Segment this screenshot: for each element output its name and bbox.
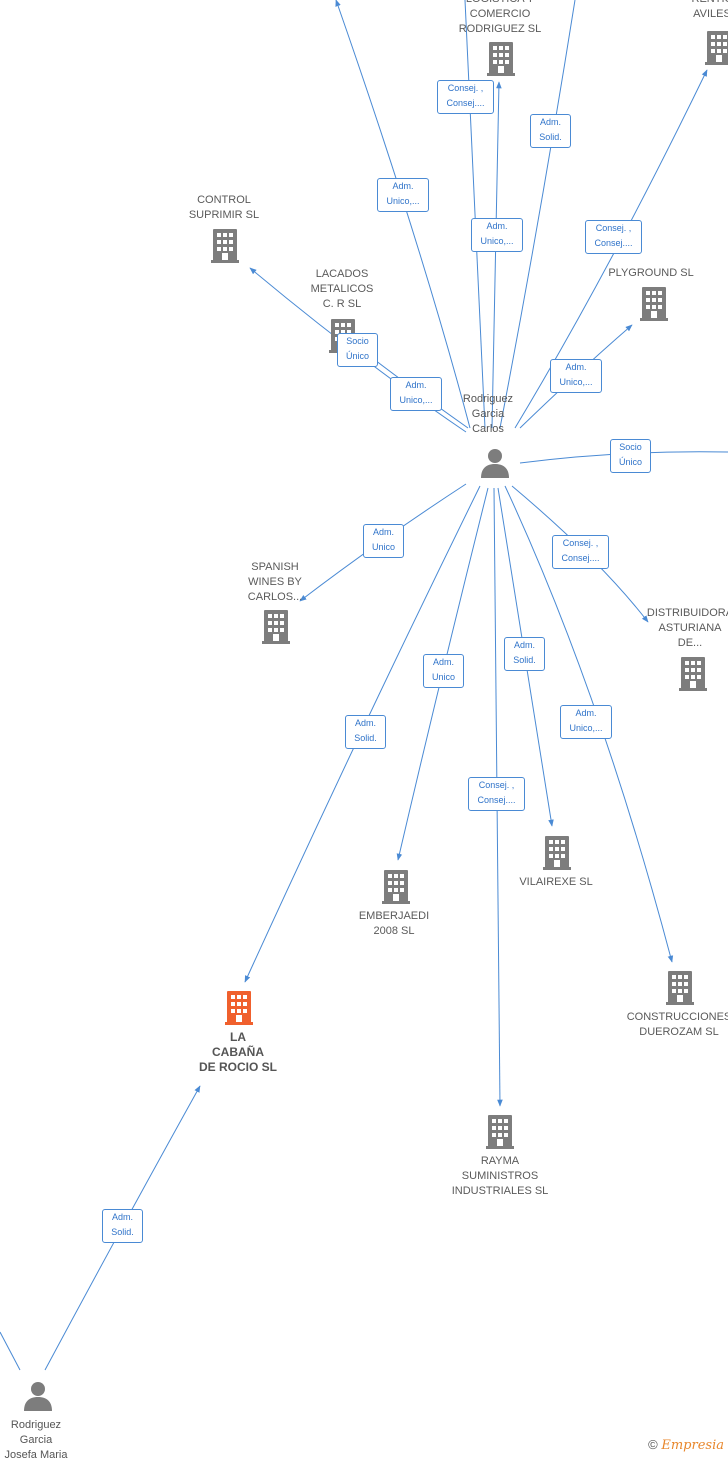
- node-lacados[interactable]: LACADOS METALICOS C. R SL: [310, 268, 374, 310]
- edge-label[interactable]: Adm. Unico,...: [390, 377, 442, 411]
- edge-line: [464, 0, 486, 429]
- node-rodriguez-garcia-josefa[interactable]: Rodriguez Garcia Josefa Maria: [4, 1419, 68, 1461]
- edge-line: [0, 1331, 21, 1371]
- node-logistica[interactable]: LOGISTICA Y COMERCIO RODRIGUEZ SL: [458, 0, 542, 35]
- building-icon: [679, 657, 707, 691]
- node-construcciones[interactable]: CONSTRUCCIONES DUEROZAM SL: [626, 1011, 728, 1038]
- edge-label[interactable]: Adm. Solid.: [102, 1209, 143, 1243]
- edge-label[interactable]: Consej. , Consej....: [552, 535, 609, 569]
- building-icon: [666, 971, 694, 1005]
- brand-logo[interactable]: Empresia: [661, 1438, 724, 1453]
- edge-label[interactable]: Adm. Solid.: [504, 637, 545, 671]
- edge-line: [514, 69, 708, 429]
- node-spanish-wines[interactable]: SPANISH WINES BY CARLOS...: [247, 561, 303, 603]
- node-rayma[interactable]: RAYMA SUMINISTROS INDUSTRIALES SL: [451, 1155, 549, 1197]
- edge-line: [499, 0, 576, 429]
- building-icon: [487, 42, 515, 76]
- building-icon: [382, 870, 410, 904]
- edge-label[interactable]: Socio Único: [337, 333, 378, 367]
- edge-label[interactable]: Adm. Unico: [363, 524, 404, 558]
- edge-line: [335, 0, 471, 429]
- building-icon: [262, 610, 290, 644]
- building-icon: [705, 31, 728, 65]
- building-icon: [486, 1115, 514, 1149]
- node-la-cabana-de-rocio[interactable]: LA CABAÑA DE ROCIO SL: [198, 1030, 277, 1074]
- copyright-symbol: ©: [648, 1437, 658, 1452]
- node-rodriguez-garcia-carlos[interactable]: Rodriguez Garcia Carlos: [462, 393, 514, 435]
- edge-label[interactable]: Consej. , Consej....: [437, 80, 494, 114]
- node-distribuidora[interactable]: DISTRIBUIDORA ASTURIANA DE...: [646, 607, 728, 649]
- edge-label[interactable]: Adm. Solid.: [345, 715, 386, 749]
- copyright-footer: © Empresia: [648, 1437, 724, 1453]
- edge-label[interactable]: Adm. Unico,...: [550, 359, 602, 393]
- node-control-suprimir[interactable]: CONTROL SUPRIMIR SL: [188, 194, 260, 221]
- person-icon: [481, 449, 509, 478]
- edge-label[interactable]: Adm. Unico,...: [560, 705, 612, 739]
- person-icon: [24, 1382, 52, 1411]
- building-icon: [543, 836, 571, 870]
- building-icon: [211, 229, 239, 263]
- edge-label[interactable]: Consej. , Consej....: [585, 220, 642, 254]
- node-vilairexe[interactable]: VILAIREXE SL: [519, 876, 593, 888]
- node-plyground[interactable]: PLYGROUND SL: [608, 267, 694, 279]
- building-icon: [225, 991, 253, 1025]
- edge-label[interactable]: Adm. Solid.: [530, 114, 571, 148]
- edge-line: [491, 81, 502, 429]
- edge-label[interactable]: Socio Único: [610, 439, 651, 473]
- building-icon: [640, 287, 668, 321]
- node-rentic[interactable]: RENTIC AVILES: [692, 0, 728, 20]
- edge-label[interactable]: Adm. Unico,...: [471, 218, 523, 252]
- edge-label[interactable]: Adm. Unico,...: [377, 178, 429, 212]
- edge-label[interactable]: Consej. , Consej....: [468, 777, 525, 811]
- node-emberjaedi[interactable]: EMBERJAEDI 2008 SL: [358, 910, 430, 937]
- edge-label[interactable]: Adm. Unico: [423, 654, 464, 688]
